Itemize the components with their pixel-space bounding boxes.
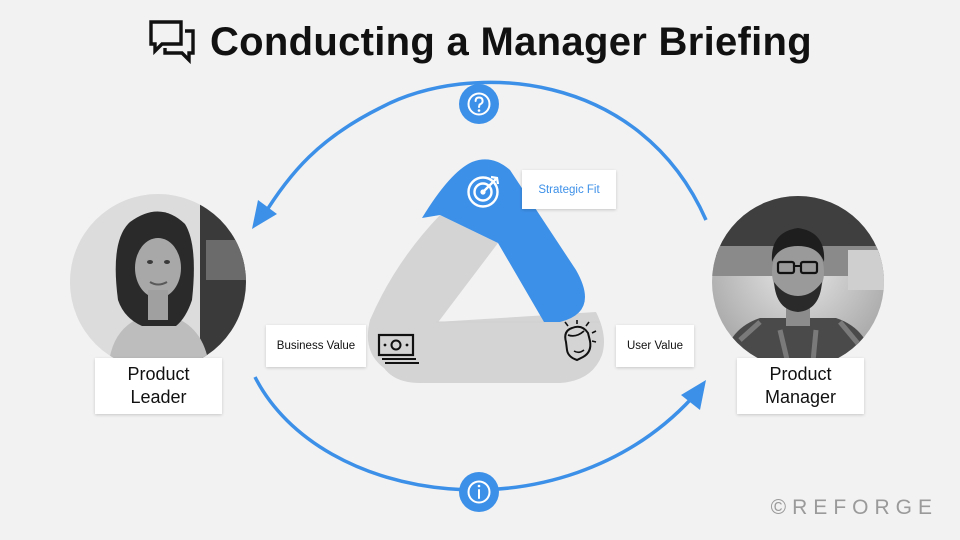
top-arrowhead [252,200,277,229]
avatar-product-leader [70,194,246,370]
user-value-label: User Value [616,325,694,367]
reforge-watermark: ©REFORGE [770,496,938,519]
top-arc [260,80,708,221]
left-leg [367,215,498,368]
bottom-arc [253,376,694,492]
product-manager-line1: Product [769,364,832,384]
chat-bubbles-icon [149,20,195,65]
user-value-text: User Value [626,340,684,352]
face-idea-icon [564,320,597,362]
strategic-fit-label: Strategic Fit [522,170,616,209]
bottom-leg [384,312,604,383]
product-leader-label: Product Leader [95,358,222,414]
info-icon [459,472,499,512]
product-manager-line2: Manager [764,387,837,407]
avatar-product-manager [712,196,884,368]
strategic-fit-text: Strategic Fit [538,183,600,196]
product-leader-line1: Product [127,364,190,384]
bottom-arrowhead [681,380,706,410]
header: Conducting a Manager Briefing [0,14,960,70]
question-icon [459,84,499,124]
product-manager-label: Product Manager [737,358,864,414]
business-value-label: Business Value [266,325,366,367]
product-leader-line2: Leader [130,387,187,407]
cycle-arrows [252,80,708,492]
top-leg [422,159,585,322]
business-value-text: Business Value [276,340,356,352]
target-icon [467,175,500,208]
value-triangle [367,159,604,383]
money-icon [377,333,419,364]
page-title: Conducting a Manager Briefing [209,19,813,64]
